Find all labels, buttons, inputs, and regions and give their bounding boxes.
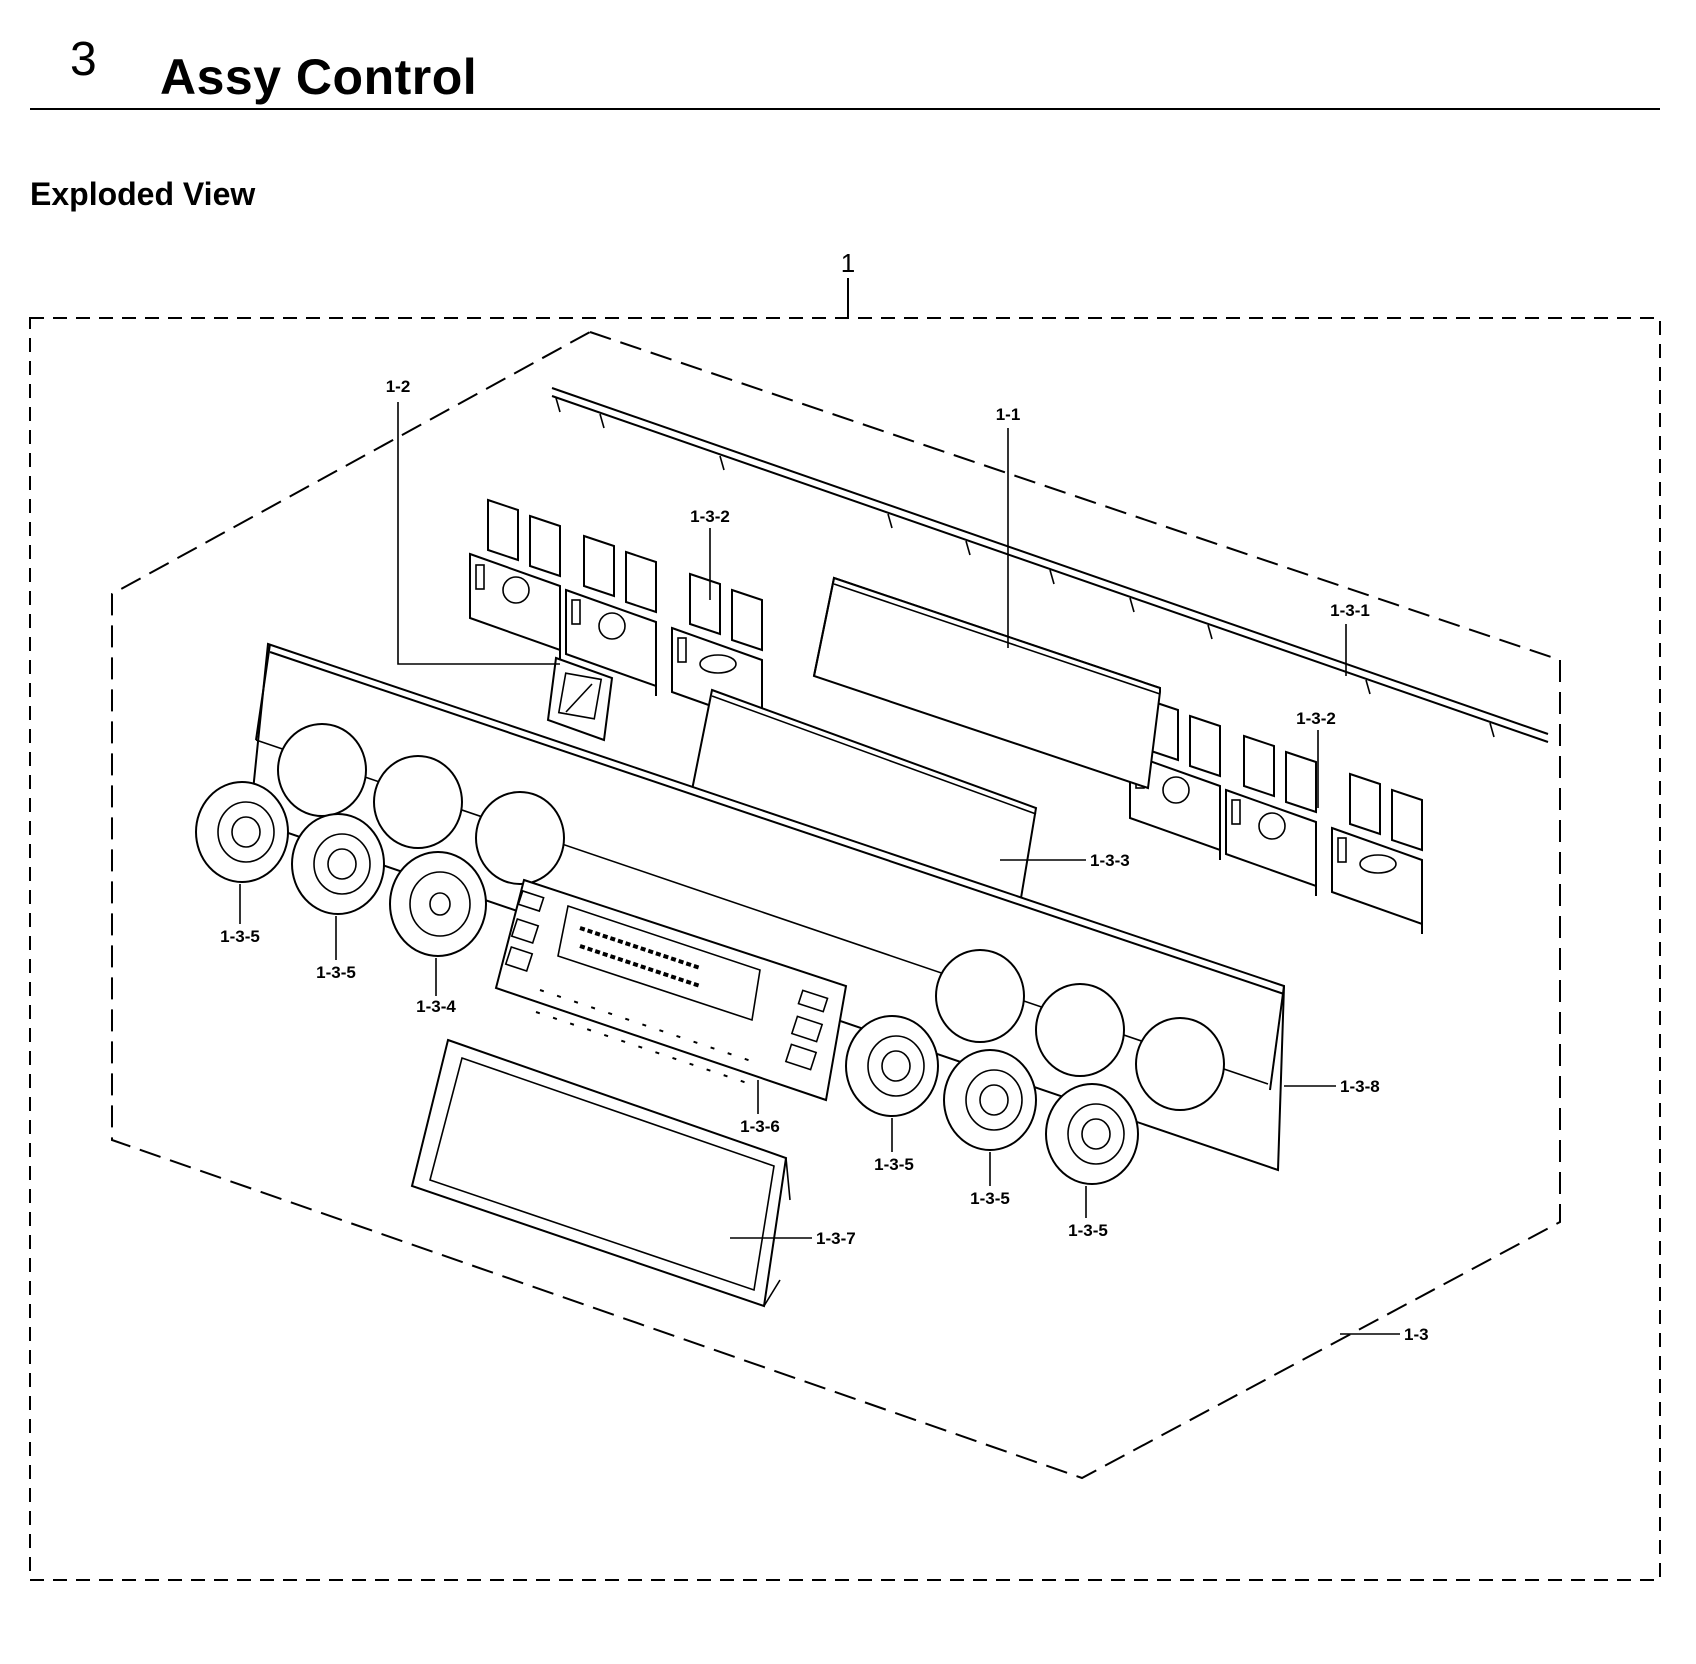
trim-strip — [551, 387, 1549, 743]
callout-1-3-5-b: 1-3-5 — [316, 963, 356, 982]
knob-bracket-group-left — [469, 498, 763, 734]
callout-1-3-4: 1-3-4 — [416, 997, 456, 1016]
callout-1-3-5-c: 1-3-5 — [874, 1155, 914, 1174]
callout-1-1: 1-1 — [996, 405, 1021, 424]
knob — [943, 1049, 1037, 1151]
callout-1-3-2-a: 1-3-2 — [690, 507, 730, 526]
callout-assembly: 1 — [841, 248, 855, 278]
knob — [195, 781, 289, 883]
callout-1-3-5-d: 1-3-5 — [970, 1189, 1010, 1208]
clock-module — [546, 656, 614, 742]
callout-1-3-2-b: 1-3-2 — [1296, 709, 1336, 728]
callout-1-2: 1-2 — [386, 377, 411, 396]
knob — [1045, 1083, 1139, 1185]
knob-bracket — [1225, 734, 1317, 896]
leader-1-2 — [397, 402, 560, 665]
section-subtitle: Exploded View — [30, 176, 256, 212]
knob-housing-row — [277, 723, 1225, 1111]
chapter-number: 3 — [70, 33, 97, 86]
callout-1-3-5-e: 1-3-5 — [1068, 1221, 1108, 1240]
membrane-keypad — [494, 878, 848, 1102]
knob-bracket-group-right — [1129, 698, 1423, 934]
main-pcb — [812, 576, 1161, 790]
knob — [291, 813, 385, 915]
display-frame — [410, 1038, 791, 1308]
leader-lines — [239, 402, 1400, 1335]
knob-bracket — [469, 498, 561, 660]
callout-1-3-5-a: 1-3-5 — [220, 927, 260, 946]
callout-1-3-6: 1-3-6 — [740, 1117, 780, 1136]
knob-bracket — [1129, 698, 1221, 860]
knob-bracket — [565, 534, 657, 696]
callout-1-3: 1-3 — [1404, 1325, 1429, 1344]
callout-1-3-3: 1-3-3 — [1090, 851, 1130, 870]
callout-1-3-7: 1-3-7 — [816, 1229, 856, 1248]
callout-1-3-1: 1-3-1 — [1330, 601, 1370, 620]
page-header: 3 Assy Control — [30, 28, 1660, 110]
callout-1-3-8: 1-3-8 — [1340, 1077, 1380, 1096]
assembly-frame — [29, 317, 1661, 1581]
knob — [389, 851, 487, 957]
page-title: Assy Control — [160, 49, 478, 105]
knob — [845, 1015, 939, 1117]
knob-bracket — [1331, 772, 1423, 934]
subassembly-boundary — [111, 330, 1561, 1480]
